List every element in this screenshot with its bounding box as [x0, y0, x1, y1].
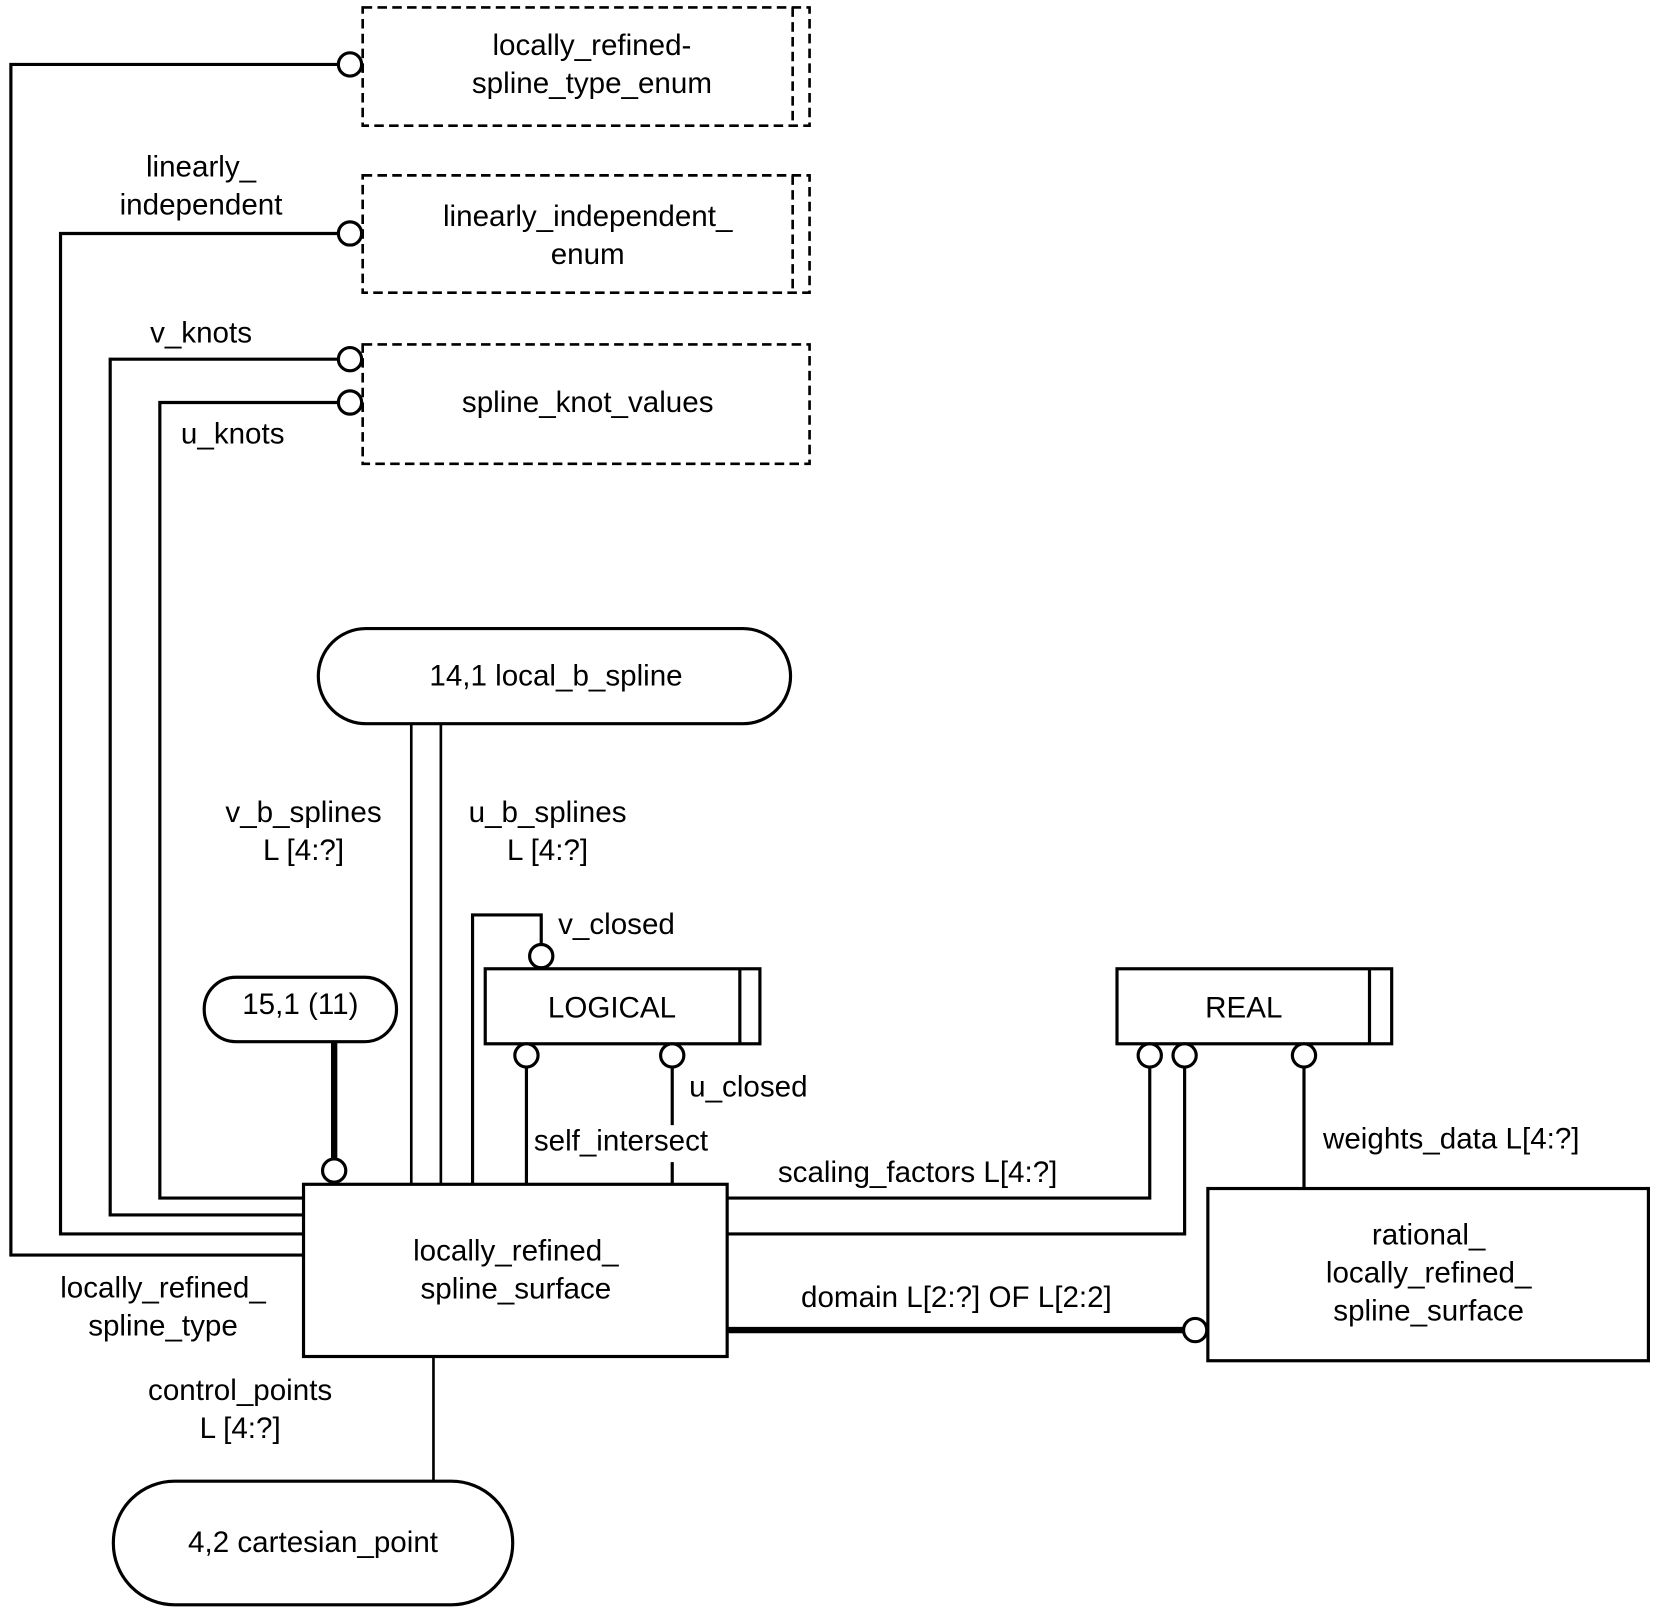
ref-label: 15,1 (11)	[242, 988, 358, 1021]
attr-label: v_closed	[558, 908, 675, 941]
page-ref-cartesian-point[interactable]: 4,2 cartesian_point	[111, 1479, 515, 1607]
relation-end-circle	[320, 1157, 348, 1184]
attr-label-line2: L [4:?]	[507, 834, 588, 867]
entity-name-line1: rational_	[1372, 1219, 1486, 1252]
relation-page-ref-15-1[interactable]	[320, 1041, 348, 1184]
entity-name-line2: spline_surface	[421, 1272, 612, 1305]
attr-label-line1: u_b_splines	[469, 796, 627, 829]
relation-scaling-factors[interactable]	[727, 1042, 1163, 1200]
type-name: LOGICAL	[548, 991, 676, 1024]
type-name: REAL	[1205, 991, 1282, 1024]
defined-type-spline-type-enum[interactable]: locally_refined- spline_type_enum	[361, 6, 811, 128]
relation-end-circle	[336, 220, 364, 247]
type-name-line2: enum	[551, 238, 625, 271]
relation-end-circle	[1136, 1042, 1163, 1069]
relation-weights-data[interactable]	[1290, 1042, 1318, 1189]
relation-end-circle	[336, 51, 364, 78]
simple-type-real[interactable]: REAL	[1115, 967, 1394, 1046]
ref-label: 14,1 local_b_spline	[429, 660, 682, 693]
relation-linearly-independent[interactable]	[58, 220, 364, 1236]
defined-type-independent-enum[interactable]: linearly_independent_ enum	[361, 174, 811, 294]
attr-label: u_closed	[689, 1071, 807, 1104]
entity-rational-locally-refined-spline-surface[interactable]: rational_ locally_refined_ spline_surfac…	[1206, 1186, 1650, 1363]
attr-label: v_knots	[150, 316, 252, 349]
type-name: spline_knot_values	[462, 386, 714, 419]
page-ref-local-b-spline[interactable]: 14,1 local_b_spline	[316, 627, 793, 726]
relation-u-closed[interactable]	[659, 1042, 686, 1185]
relation-end-circle	[336, 345, 364, 373]
entity-name-line3: spline_surface	[1333, 1295, 1524, 1328]
relation-end-circle	[528, 942, 555, 970]
ref-label: 4,2 cartesian_point	[188, 1526, 438, 1559]
relation-self-intersect[interactable]	[513, 1042, 540, 1185]
attr-label-line1: locally_refined_	[60, 1271, 266, 1304]
attr-label-line1: control_points	[148, 1374, 332, 1407]
type-name-line1: locally_refined-	[492, 29, 691, 62]
type-name-line1: linearly_independent_	[443, 200, 733, 233]
attr-label: domain L[2:?] OF L[2:2]	[801, 1281, 1112, 1314]
attr-label-line2: L [4:?]	[263, 834, 344, 867]
relation-end-circle	[1171, 1042, 1198, 1069]
attr-label: u_knots	[181, 418, 285, 451]
relation-end-circle	[659, 1042, 686, 1069]
entity-name-line1: locally_refined_	[413, 1234, 619, 1267]
relation-v-knots[interactable]	[108, 345, 364, 1217]
page-ref-15-1[interactable]: 15,1 (11)	[202, 975, 399, 1044]
attr-label: weights_data L[4:?]	[1322, 1122, 1580, 1155]
relation-end-circle	[513, 1042, 540, 1069]
entity-name-line2: locally_refined_	[1326, 1257, 1532, 1290]
attr-label: self_intersect	[534, 1124, 708, 1157]
attr-label-line1: linearly_	[146, 150, 257, 183]
attr-label-line2: L [4:?]	[200, 1412, 281, 1445]
defined-type-spline-knot-values[interactable]: spline_knot_values	[361, 343, 811, 466]
attr-label-line1: v_b_splines	[225, 796, 381, 829]
entity-locally-refined-spline-surface[interactable]: locally_refined_ spline_surface	[301, 1182, 729, 1359]
relation-real-unlabelled[interactable]	[727, 1042, 1198, 1236]
attr-label: scaling_factors L[4:?]	[778, 1156, 1058, 1189]
relation-domain-subtype[interactable]	[727, 1316, 1209, 1344]
relation-end-circle	[1181, 1316, 1209, 1344]
type-name-line2: spline_type_enum	[472, 67, 712, 100]
relation-end-circle	[1290, 1042, 1318, 1069]
relation-u-knots[interactable]	[158, 389, 364, 1200]
relation-locally-refined-spline-type[interactable]	[9, 51, 364, 1257]
attr-label-line2: independent	[120, 188, 283, 221]
attr-label-line2: spline_type	[88, 1309, 238, 1342]
relation-v-closed[interactable]	[470, 913, 555, 1185]
simple-type-logical[interactable]: LOGICAL	[483, 967, 762, 1046]
relation-end-circle	[336, 389, 364, 416]
